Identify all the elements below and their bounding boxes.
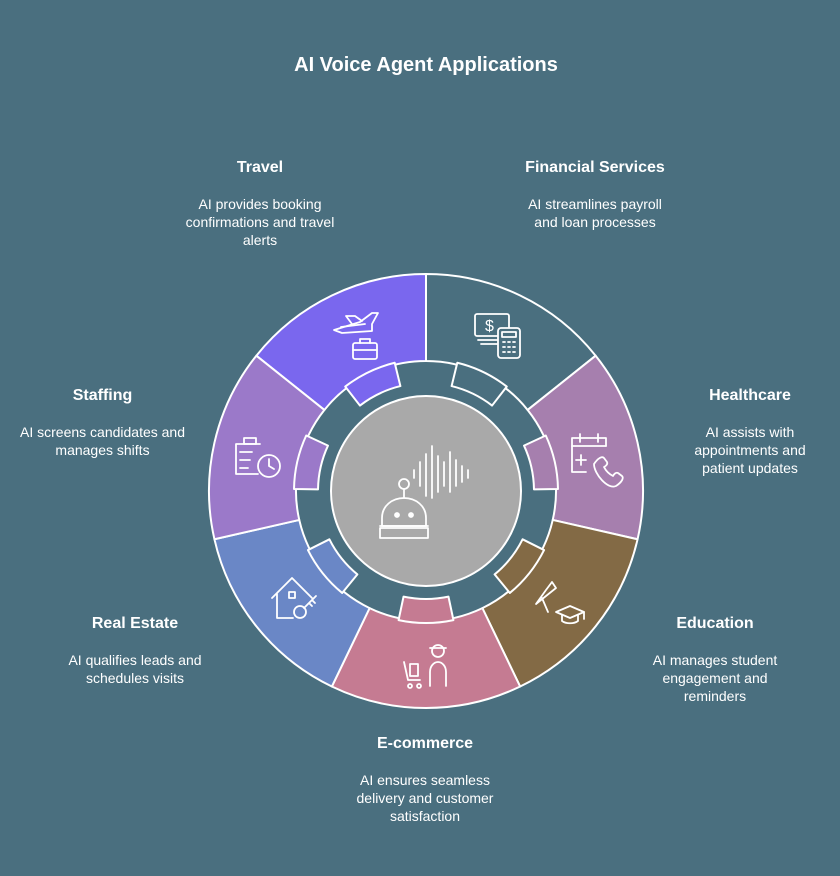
sector-description: AI manages student engagement and remind… xyxy=(652,652,778,704)
sector-name: Travel xyxy=(236,159,284,176)
label-healthcare: Healthcare AI assists with appointments … xyxy=(675,387,825,477)
label-ecommerce: E-commerce AI ensures seamless delivery … xyxy=(345,735,505,825)
delivery-person-cart-icon xyxy=(403,644,447,689)
sector-name: Staffing xyxy=(72,387,133,404)
desk-lamp-graduation-cap-icon xyxy=(535,581,585,625)
label-financial-services: Financial Services AI streamlines payrol… xyxy=(510,159,680,231)
sector-name: Healthcare xyxy=(709,387,791,404)
connector-education xyxy=(493,538,546,594)
connector-real-estate xyxy=(306,538,359,594)
sector-description: AI screens candidates and manages shifts xyxy=(20,424,185,458)
connector-healthcare xyxy=(522,434,559,491)
robot-voice-wave-icon xyxy=(379,445,469,539)
sector-description: AI provides booking confirmations and tr… xyxy=(185,196,335,248)
sector-description: AI qualifies leads and schedules visits xyxy=(68,652,202,686)
sector-name: E-commerce xyxy=(376,735,474,752)
diagram-title: AI Voice Agent Applications xyxy=(294,54,558,76)
label-real-estate: Real Estate AI qualifies leads and sched… xyxy=(55,615,215,687)
sector-description: AI assists with appointments and patient… xyxy=(694,424,806,476)
label-travel: Travel AI provides booking confirmations… xyxy=(180,159,340,249)
connector-financial-services xyxy=(450,361,508,407)
airplane-briefcase-icon xyxy=(333,312,379,360)
label-education: Education AI manages student engagement … xyxy=(640,615,790,705)
house-key-icon xyxy=(271,577,317,619)
sector-name: Financial Services xyxy=(525,159,665,176)
connector-ecommerce xyxy=(397,595,455,624)
connector-staffing xyxy=(293,434,330,491)
money-calculator-icon: $ xyxy=(474,313,521,359)
calendar-medical-phone-icon xyxy=(571,433,624,488)
svg-text:$: $ xyxy=(485,318,494,335)
sector-description: AI ensures seamless delivery and custome… xyxy=(356,772,494,824)
sector-name: Real Estate xyxy=(91,615,179,632)
connector-travel xyxy=(344,361,402,407)
sector-name: Education xyxy=(676,615,754,632)
clipboard-clock-icon xyxy=(235,437,281,478)
label-staffing: Staffing AI screens candidates and manag… xyxy=(20,387,185,459)
sector-description: AI streamlines payroll and loan processe… xyxy=(528,196,662,230)
